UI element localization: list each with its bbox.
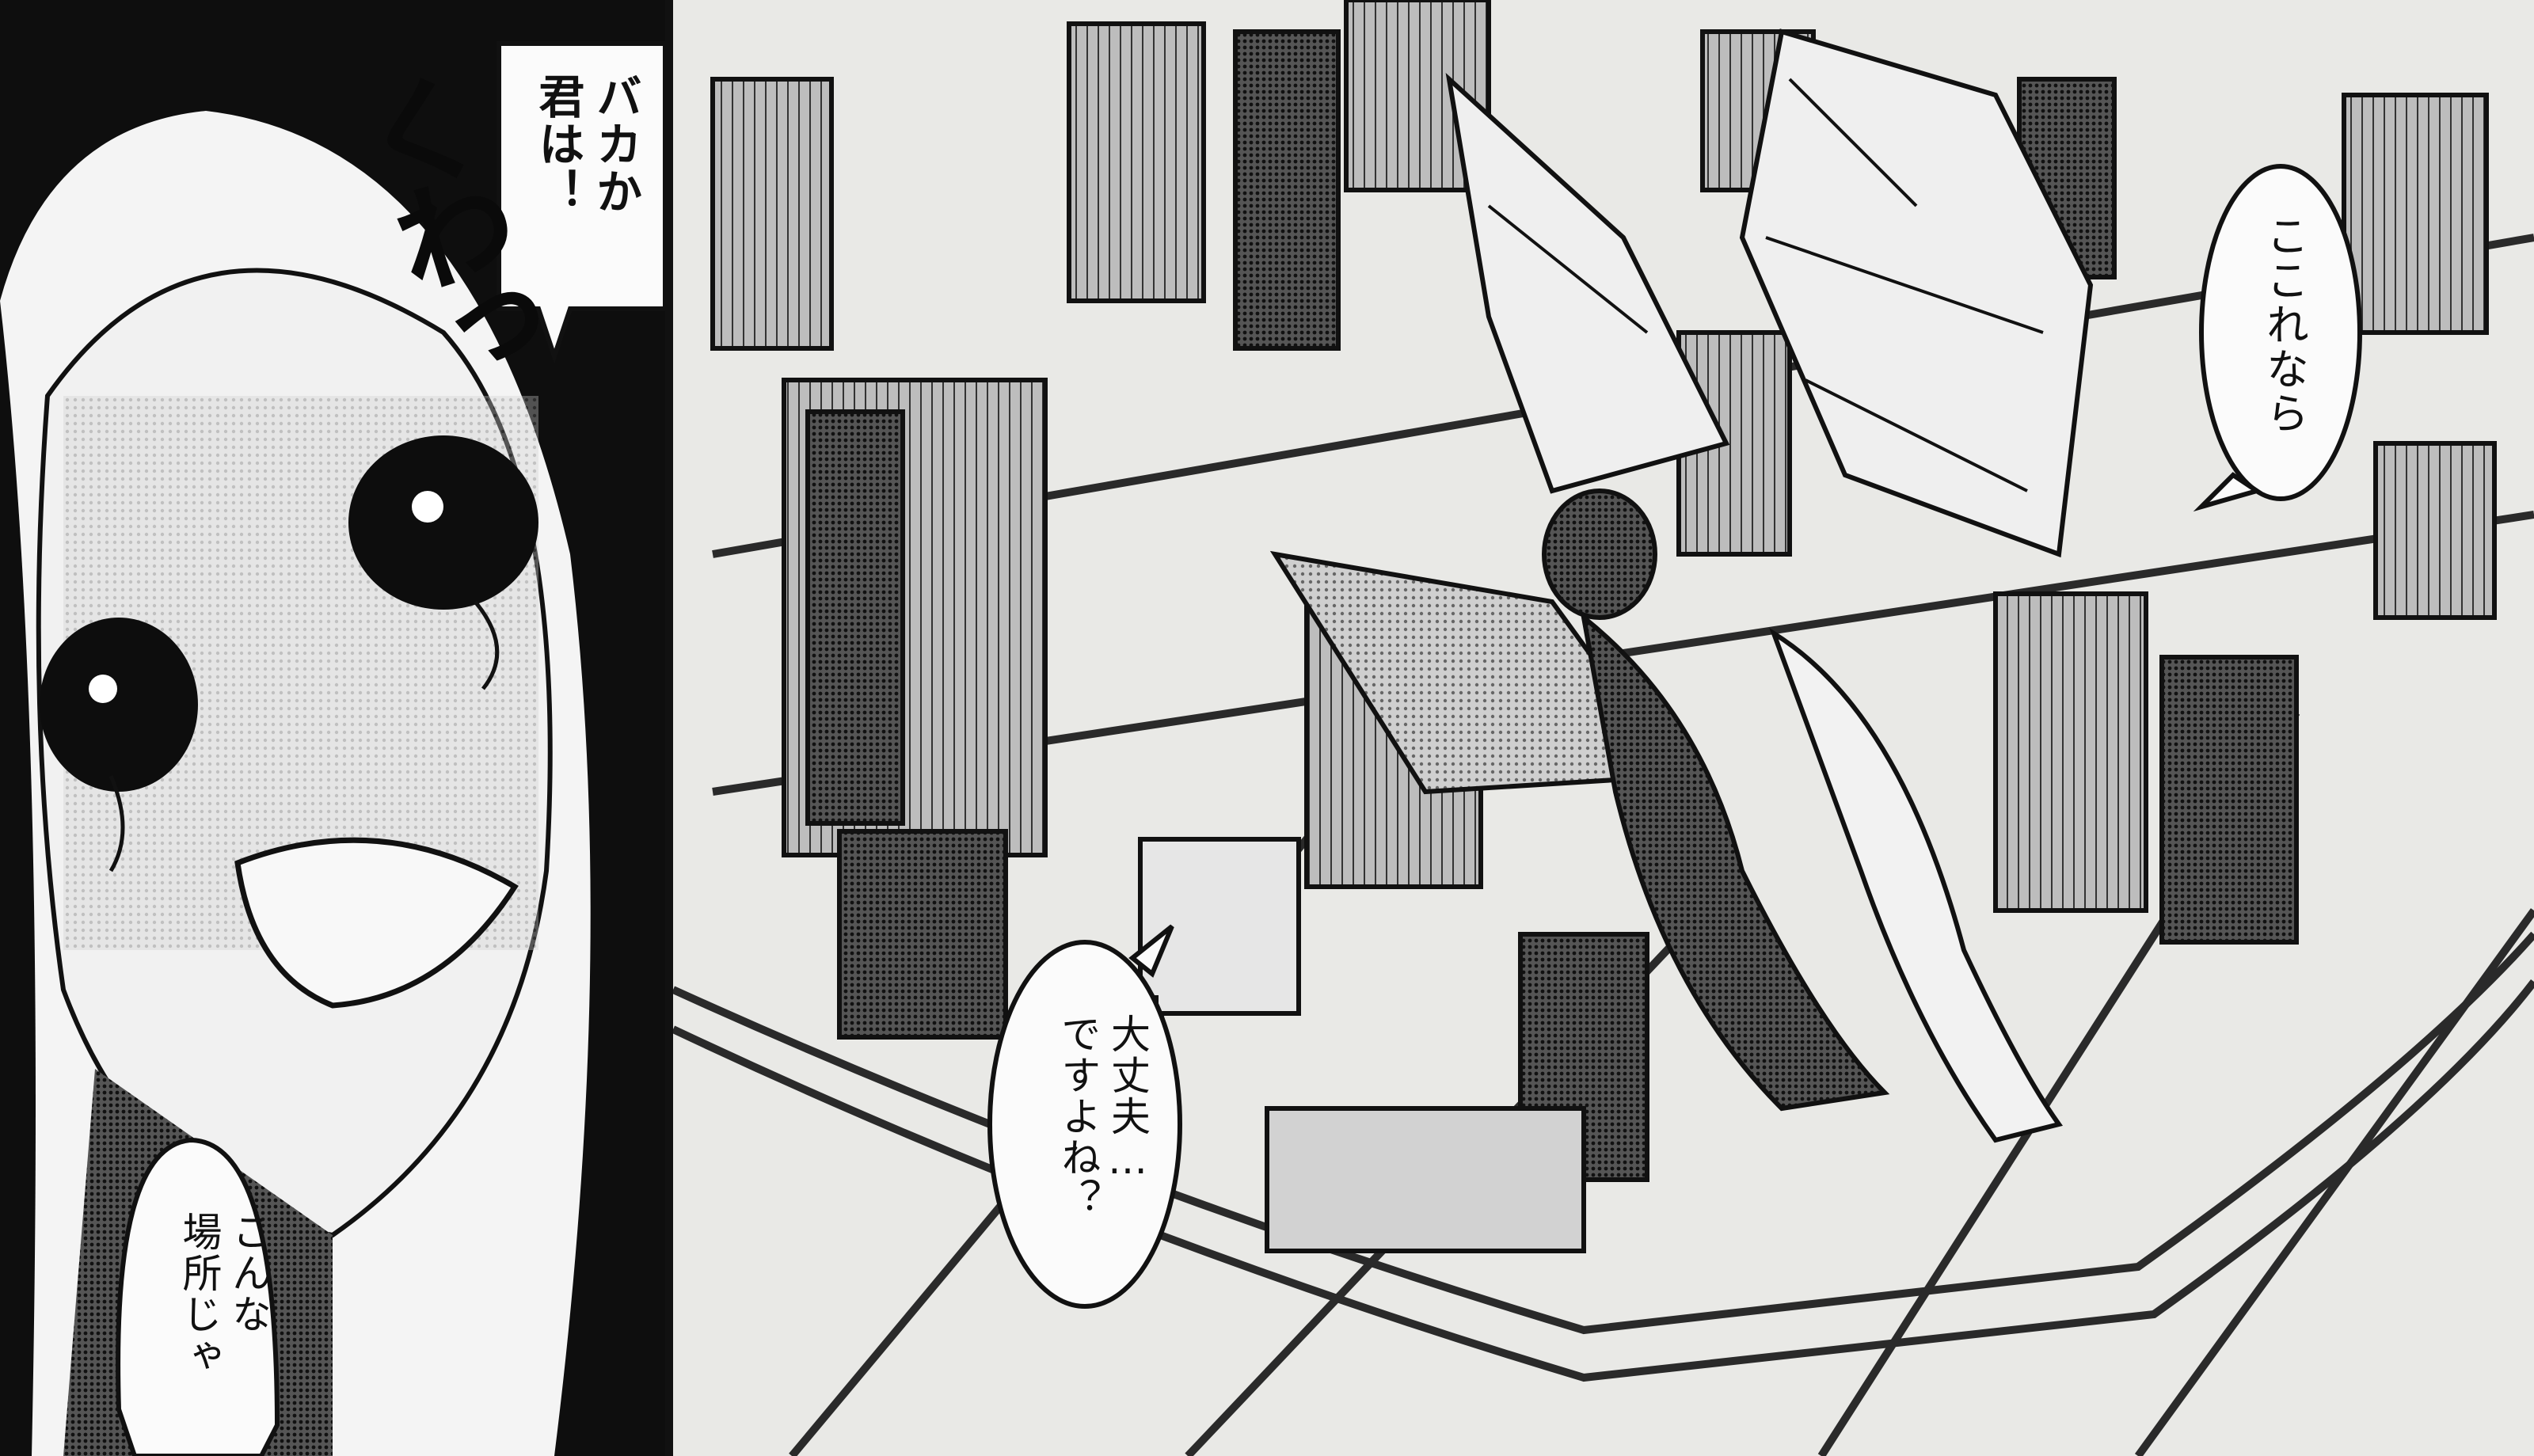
speech-kokore-text: ここれなら bbox=[2258, 214, 2309, 435]
bubble-konna bbox=[116, 1137, 280, 1456]
speech-konna-text: こんな 場所じゃ bbox=[176, 1211, 272, 1376]
bubble-baka bbox=[497, 41, 668, 364]
speech-baka-text: バカか 君は！ bbox=[531, 73, 643, 215]
right-eye bbox=[348, 435, 538, 610]
flying-figures bbox=[1269, 29, 2094, 1143]
speech-bubbles bbox=[116, 41, 2362, 1456]
bubble-daijobu bbox=[987, 940, 1182, 1309]
left-eye bbox=[40, 618, 198, 792]
speech-daijobu-text: 大丈夫… ですよね？ bbox=[1055, 1013, 1151, 1219]
bubble-kokore bbox=[2199, 164, 2362, 501]
